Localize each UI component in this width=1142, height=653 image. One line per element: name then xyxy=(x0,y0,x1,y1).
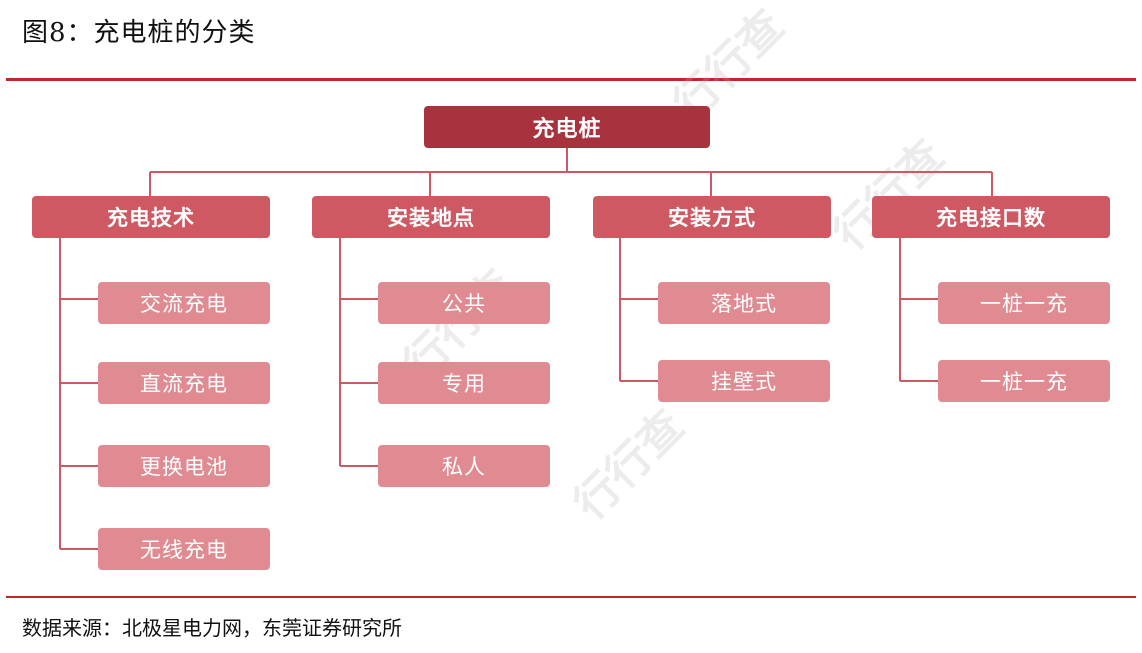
category-charging-technology: 充电技术 xyxy=(32,196,270,238)
leaf-node: 更换电池 xyxy=(98,445,270,487)
leaf-node: 无线充电 xyxy=(98,528,270,570)
leaf-node: 一桩一充 xyxy=(938,282,1110,324)
leaf-node: 落地式 xyxy=(658,282,830,324)
bottom-divider xyxy=(6,596,1136,598)
leaf-node: 一桩一充 xyxy=(938,360,1110,402)
leaf-node: 公共 xyxy=(378,282,550,324)
leaf-node: 私人 xyxy=(378,445,550,487)
category-connector-count: 充电接口数 xyxy=(872,196,1110,238)
category-installation-location: 安装地点 xyxy=(312,196,550,238)
top-divider xyxy=(6,78,1136,81)
leaf-node: 直流充电 xyxy=(98,362,270,404)
root-node: 充电桩 xyxy=(424,106,710,148)
source-note: 数据来源：北极星电力网，东莞证券研究所 xyxy=(22,616,402,640)
figure-title: 图8：充电桩的分类 xyxy=(22,18,256,48)
leaf-node: 交流充电 xyxy=(98,282,270,324)
leaf-node: 专用 xyxy=(378,362,550,404)
leaf-node: 挂壁式 xyxy=(658,360,830,402)
category-installation-method: 安装方式 xyxy=(593,196,831,238)
